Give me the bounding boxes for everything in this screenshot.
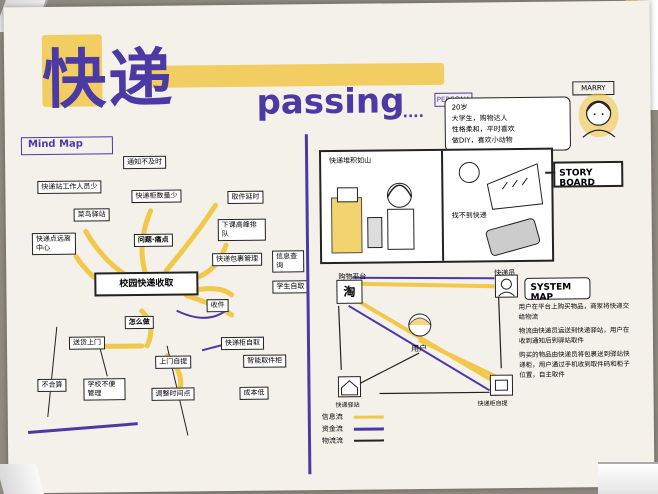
storyboard-frame: 快递堆积如山 找不到快递 xyxy=(318,147,555,265)
mm-station-node: 菜鸟驿站 xyxy=(73,208,110,222)
mm-cost-high-node: 不合算 xyxy=(37,378,67,393)
marker-pen-bottom-right xyxy=(598,462,658,494)
persona-line-1: 20岁 xyxy=(451,103,468,112)
user-avatar-icon xyxy=(408,313,432,337)
mm-pickup-timeout-node: 取件延时 xyxy=(227,190,264,205)
legend-swatch-money xyxy=(353,427,384,431)
mm-cabinet-few-node: 快递柜数量少 xyxy=(131,189,182,204)
storyboard-connector xyxy=(545,171,556,174)
mm-howto-node: 怎么做 xyxy=(124,315,154,330)
page-title-en: passing xyxy=(256,81,405,123)
persona-line-4: 做DIY，喜欢小动物 xyxy=(451,136,513,145)
persona-line-2: 大学生，购物达人 xyxy=(451,114,508,123)
storyboard-caption-1: 快递堆积如山 xyxy=(329,156,372,165)
legend-swatch-info xyxy=(353,415,384,419)
persona-avatar xyxy=(578,93,619,138)
system-map-flows xyxy=(338,276,502,395)
storyboard-panel-1: 快递堆积如山 xyxy=(321,150,445,263)
mm-deliver-door-node: 送货上门 xyxy=(68,336,106,350)
mm-problem-node: 问题·痛点 xyxy=(133,233,173,248)
storyboard-scene-2-drawing xyxy=(458,162,544,256)
mm-room-delivery-node: 上门自提 xyxy=(155,355,192,369)
persona-card: 20岁 大学生，购物达人 性格柔和，平时喜欢 做DIY，喜欢小动物 xyxy=(444,96,572,152)
legend-label-info: 信息流 xyxy=(321,412,343,422)
mm-cabinet-pick-node: 快递柜自取 xyxy=(220,336,265,351)
sys-shop-logo: 淘 xyxy=(336,279,363,304)
mm-time-adjust-node: 调整时间点 xyxy=(151,387,195,401)
mm-cost-low-node: 成本低 xyxy=(239,386,269,400)
mm-smart-rack-node: 智能取件柜 xyxy=(243,354,287,368)
mm-student-pickup-node: 学生自取 xyxy=(272,280,309,294)
mm-center-node: 校园快递收取 xyxy=(94,271,199,297)
system-map-label-box: SYSTEM MAP xyxy=(524,277,591,303)
storyboard-label: STORY BOARD xyxy=(559,168,596,189)
storyboard-panel-2: 找不到快递 xyxy=(443,150,550,261)
legend-label-money: 资金流 xyxy=(321,424,343,434)
mm-info-query-node: 信息查询 xyxy=(272,250,305,273)
legend-label-logistics: 物流流 xyxy=(321,436,344,446)
system-note-1: 用户在平台上购买物品，商家将快递交给物流 xyxy=(518,301,630,322)
mm-workers-node: 快递站工作人员少 xyxy=(37,180,102,195)
mm-self-manage-node: 学校不便管理 xyxy=(83,378,126,401)
station-icon xyxy=(337,376,362,398)
sys-cabinet-label: 快递柜自提 xyxy=(477,400,508,408)
cabinet-icon xyxy=(489,374,514,396)
storyboard-label-box: STORY BOARD xyxy=(553,160,624,189)
page-title: 快递 xyxy=(41,42,175,118)
marker-pen-bottom-left xyxy=(0,464,45,494)
mm-info-timely-node: 通知不及时 xyxy=(123,155,167,170)
sys-station-label: 快递驿站 xyxy=(335,401,360,409)
mm-lines-long-node: 下课高峰排队 xyxy=(217,218,266,242)
mm-package-mgmt-node: 快递包裹管理 xyxy=(212,252,263,267)
mm-far-node: 快递点远离中心 xyxy=(31,232,77,256)
system-notes: 用户在平台上购买物品，商家将快递交给物流 物流由快递员运送到快递驿站，用户在收到… xyxy=(519,301,632,380)
legend-swatch-logistics xyxy=(354,439,385,442)
sys-user-label: 用户 xyxy=(411,343,428,354)
system-note-2: 物流由快递员运送到快递驿站，用户在收到通知后到驿站取件 xyxy=(518,325,630,346)
courier-icon xyxy=(494,274,519,298)
system-note-3: 购买的物品由快递员将包裹送到驿站快递柜，用户通过手机收到取件码和柜子位置，自主取… xyxy=(519,349,630,380)
persona-line-3: 性格柔和，平时喜欢 xyxy=(451,125,515,134)
title-dots: .... xyxy=(402,104,424,122)
storyboard-scene-1-drawing xyxy=(330,182,415,254)
mm-labels-mid-node: 收件 xyxy=(206,299,229,313)
system-map-label: SYSTEM MAP xyxy=(530,282,572,303)
poster-sheet: 快递 passing .... PERSONA MARRY 20岁 大学生，购物… xyxy=(3,0,655,494)
